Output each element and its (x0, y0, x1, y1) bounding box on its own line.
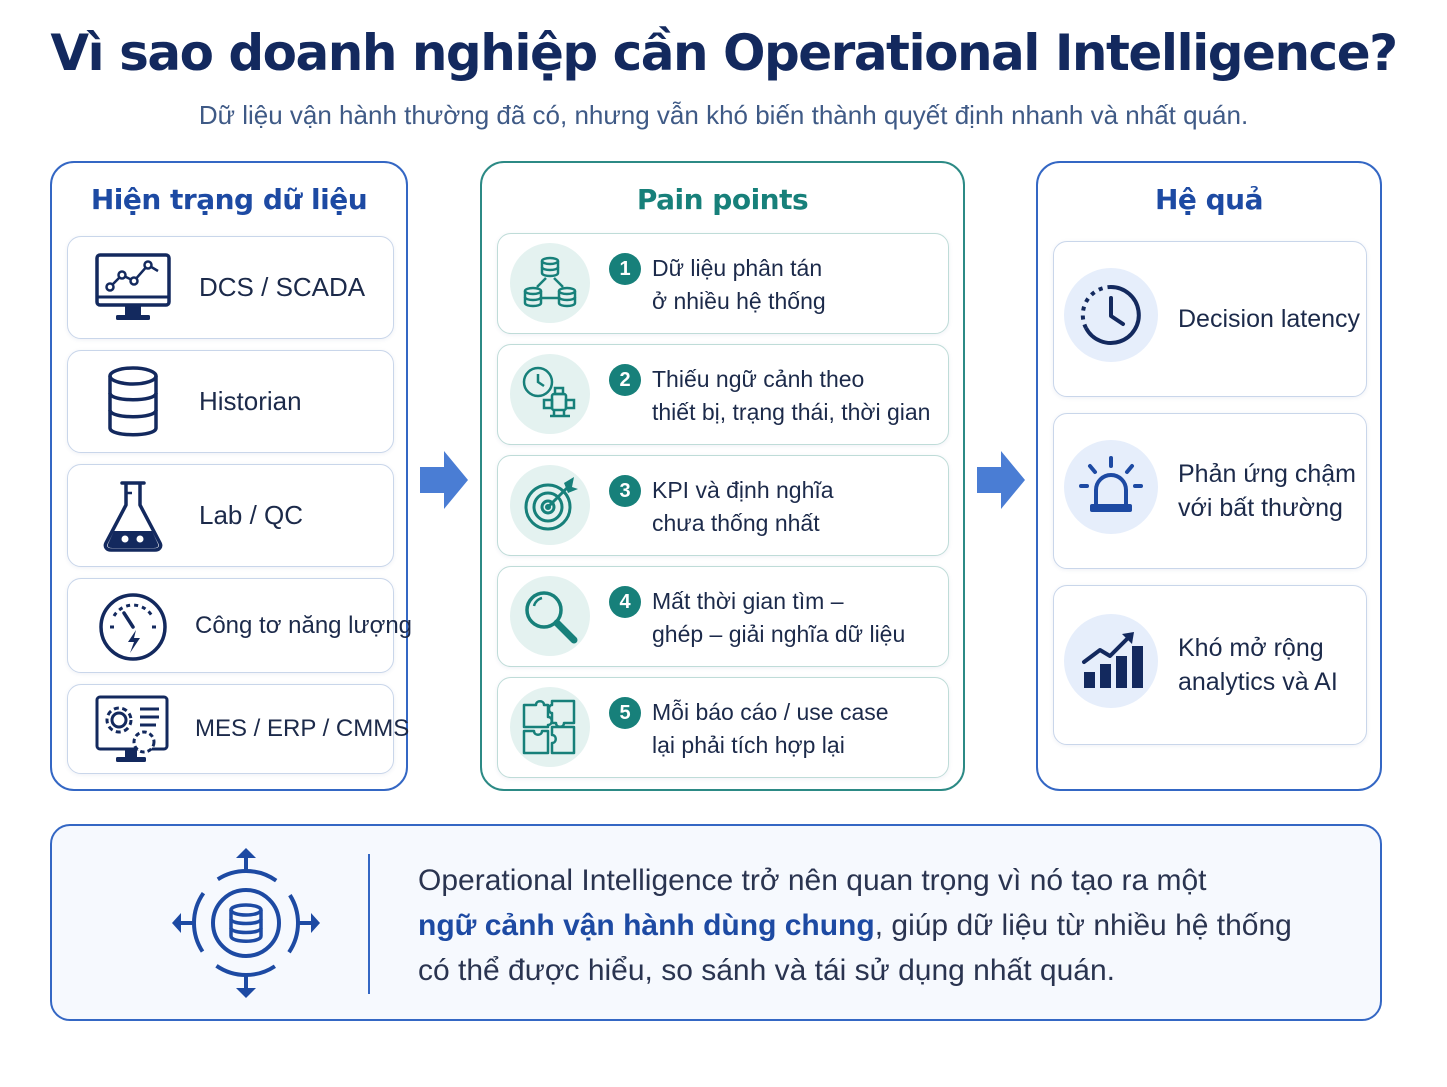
pain-point-text: Mất thời gian tìm – ghép – giải nghĩa dữ… (652, 588, 906, 647)
pain-point-text: Dữ liệu phân tán ở nhiều hệ thống (652, 255, 826, 314)
source-label: Historian (199, 386, 302, 416)
pain-point-number: 4 (609, 586, 641, 618)
pain-point-card: 1 Dữ liệu phân tán ở nhiều hệ thống (497, 233, 949, 334)
central-database-icon (172, 848, 320, 998)
growth-chart-icon (1082, 632, 1143, 688)
flask-icon (103, 481, 163, 552)
source-label: MES / ERP / CMMS (195, 715, 410, 742)
monitor-chart-icon (95, 253, 171, 320)
pain-points-title: Pain points (636, 183, 809, 216)
puzzle-icon (522, 699, 576, 755)
energy-meter-icon (99, 593, 167, 661)
distributed-database-icon (523, 256, 577, 308)
pain-point-card: 4 Mất thời gian tìm – ghép – giải nghĩa … (497, 566, 949, 667)
alarm-icon (1079, 456, 1143, 512)
source-label: DCS / SCADA (199, 272, 366, 302)
flow-arrow-icon (420, 451, 468, 509)
pain-point-card: 2 Thiếu ngữ cảnh theo thiết bị, trạng th… (497, 344, 949, 445)
consequences-title: Hệ quả (1154, 183, 1264, 216)
source-label: Lab / QC (199, 500, 304, 530)
pain-point-text: Thiếu ngữ cảnh theo thiết bị, trạng thái… (652, 366, 931, 425)
source-card-mes-erp: MES / ERP / CMMS (67, 684, 409, 774)
source-card-historian: Historian (67, 350, 394, 453)
consequences-panel: Hệ quả Decision latency (1036, 161, 1382, 791)
pain-point-card: 3 KPI và định nghĩa chưa thống nhất (497, 455, 949, 556)
data-sources-title: Hiện trạng dữ liệu (90, 183, 368, 216)
source-card-dcs-scada: DCS / SCADA (67, 236, 394, 339)
summary-text: Operational Intelligence trở nên quan tr… (418, 864, 1292, 987)
source-card-lab-qc: Lab / QC (67, 464, 394, 567)
pain-point-text: Mỗi báo cáo / use case lại phải tích hợp… (652, 699, 889, 758)
summary-highlight: ngữ cảnh vận hành dùng chung (418, 909, 875, 942)
pain-point-text: KPI và định nghĩa chưa thống nhất (652, 477, 834, 536)
data-sources-panel: Hiện trạng dữ liệu DCS / SCADA Historian (50, 161, 412, 791)
summary-box: Operational Intelligence trở nên quan tr… (50, 824, 1382, 1021)
source-card-energy-meter: Công tơ năng lượng (67, 578, 412, 673)
pain-point-number: 1 (609, 253, 641, 285)
summary-divider (368, 854, 370, 994)
clock-equipment-icon (522, 366, 576, 418)
target-icon (524, 477, 578, 531)
pain-point-card: 5 Mỗi báo cáo / use case lại phải tích h… (497, 677, 949, 778)
consequence-text: Decision latency (1178, 305, 1361, 333)
flow-arrow-icon (977, 451, 1025, 509)
page-title: Vì sao doanh nghiệp cần Operational Inte… (50, 24, 1398, 82)
magnifier-icon (525, 591, 578, 644)
page-subtitle: Dữ liệu vận hành thường đã có, nhưng vẫn… (198, 100, 1249, 130)
pain-point-number: 2 (609, 364, 641, 396)
pain-point-number: 5 (609, 697, 641, 729)
consequence-card-decision-latency: Decision latency (1053, 241, 1367, 397)
settings-monitor-icon (95, 695, 169, 762)
source-label: Công tơ năng lượng (195, 611, 413, 639)
pain-point-number: 3 (609, 475, 641, 507)
clock-icon (1080, 284, 1141, 345)
pain-points-panel: Pain points 1 Dữ liệu phân tán ở nhiều h… (480, 161, 965, 791)
database-icon (108, 366, 158, 437)
